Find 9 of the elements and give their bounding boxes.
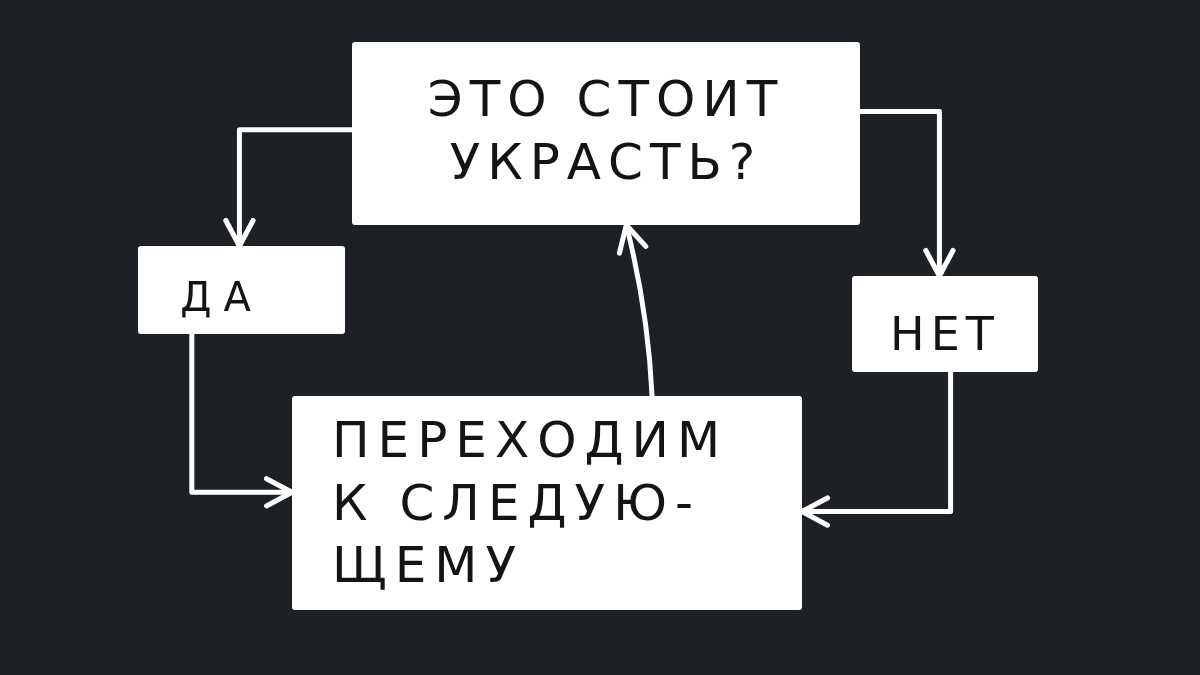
branch-text: ДА	[180, 273, 263, 322]
branch-label-box	[852, 276, 1038, 372]
branch-text: НЕТ	[890, 306, 1000, 364]
branch-label-box	[138, 246, 345, 334]
question-box	[352, 42, 860, 225]
action-text: ПЕРЕХОДИМ К СЛЕДУЮ- ЩЕМУ	[332, 410, 730, 597]
question-text: ЭТО СТОИТ УКРАСТЬ?	[426, 69, 786, 193]
action-box	[292, 396, 802, 610]
arrow	[616, 222, 655, 399]
